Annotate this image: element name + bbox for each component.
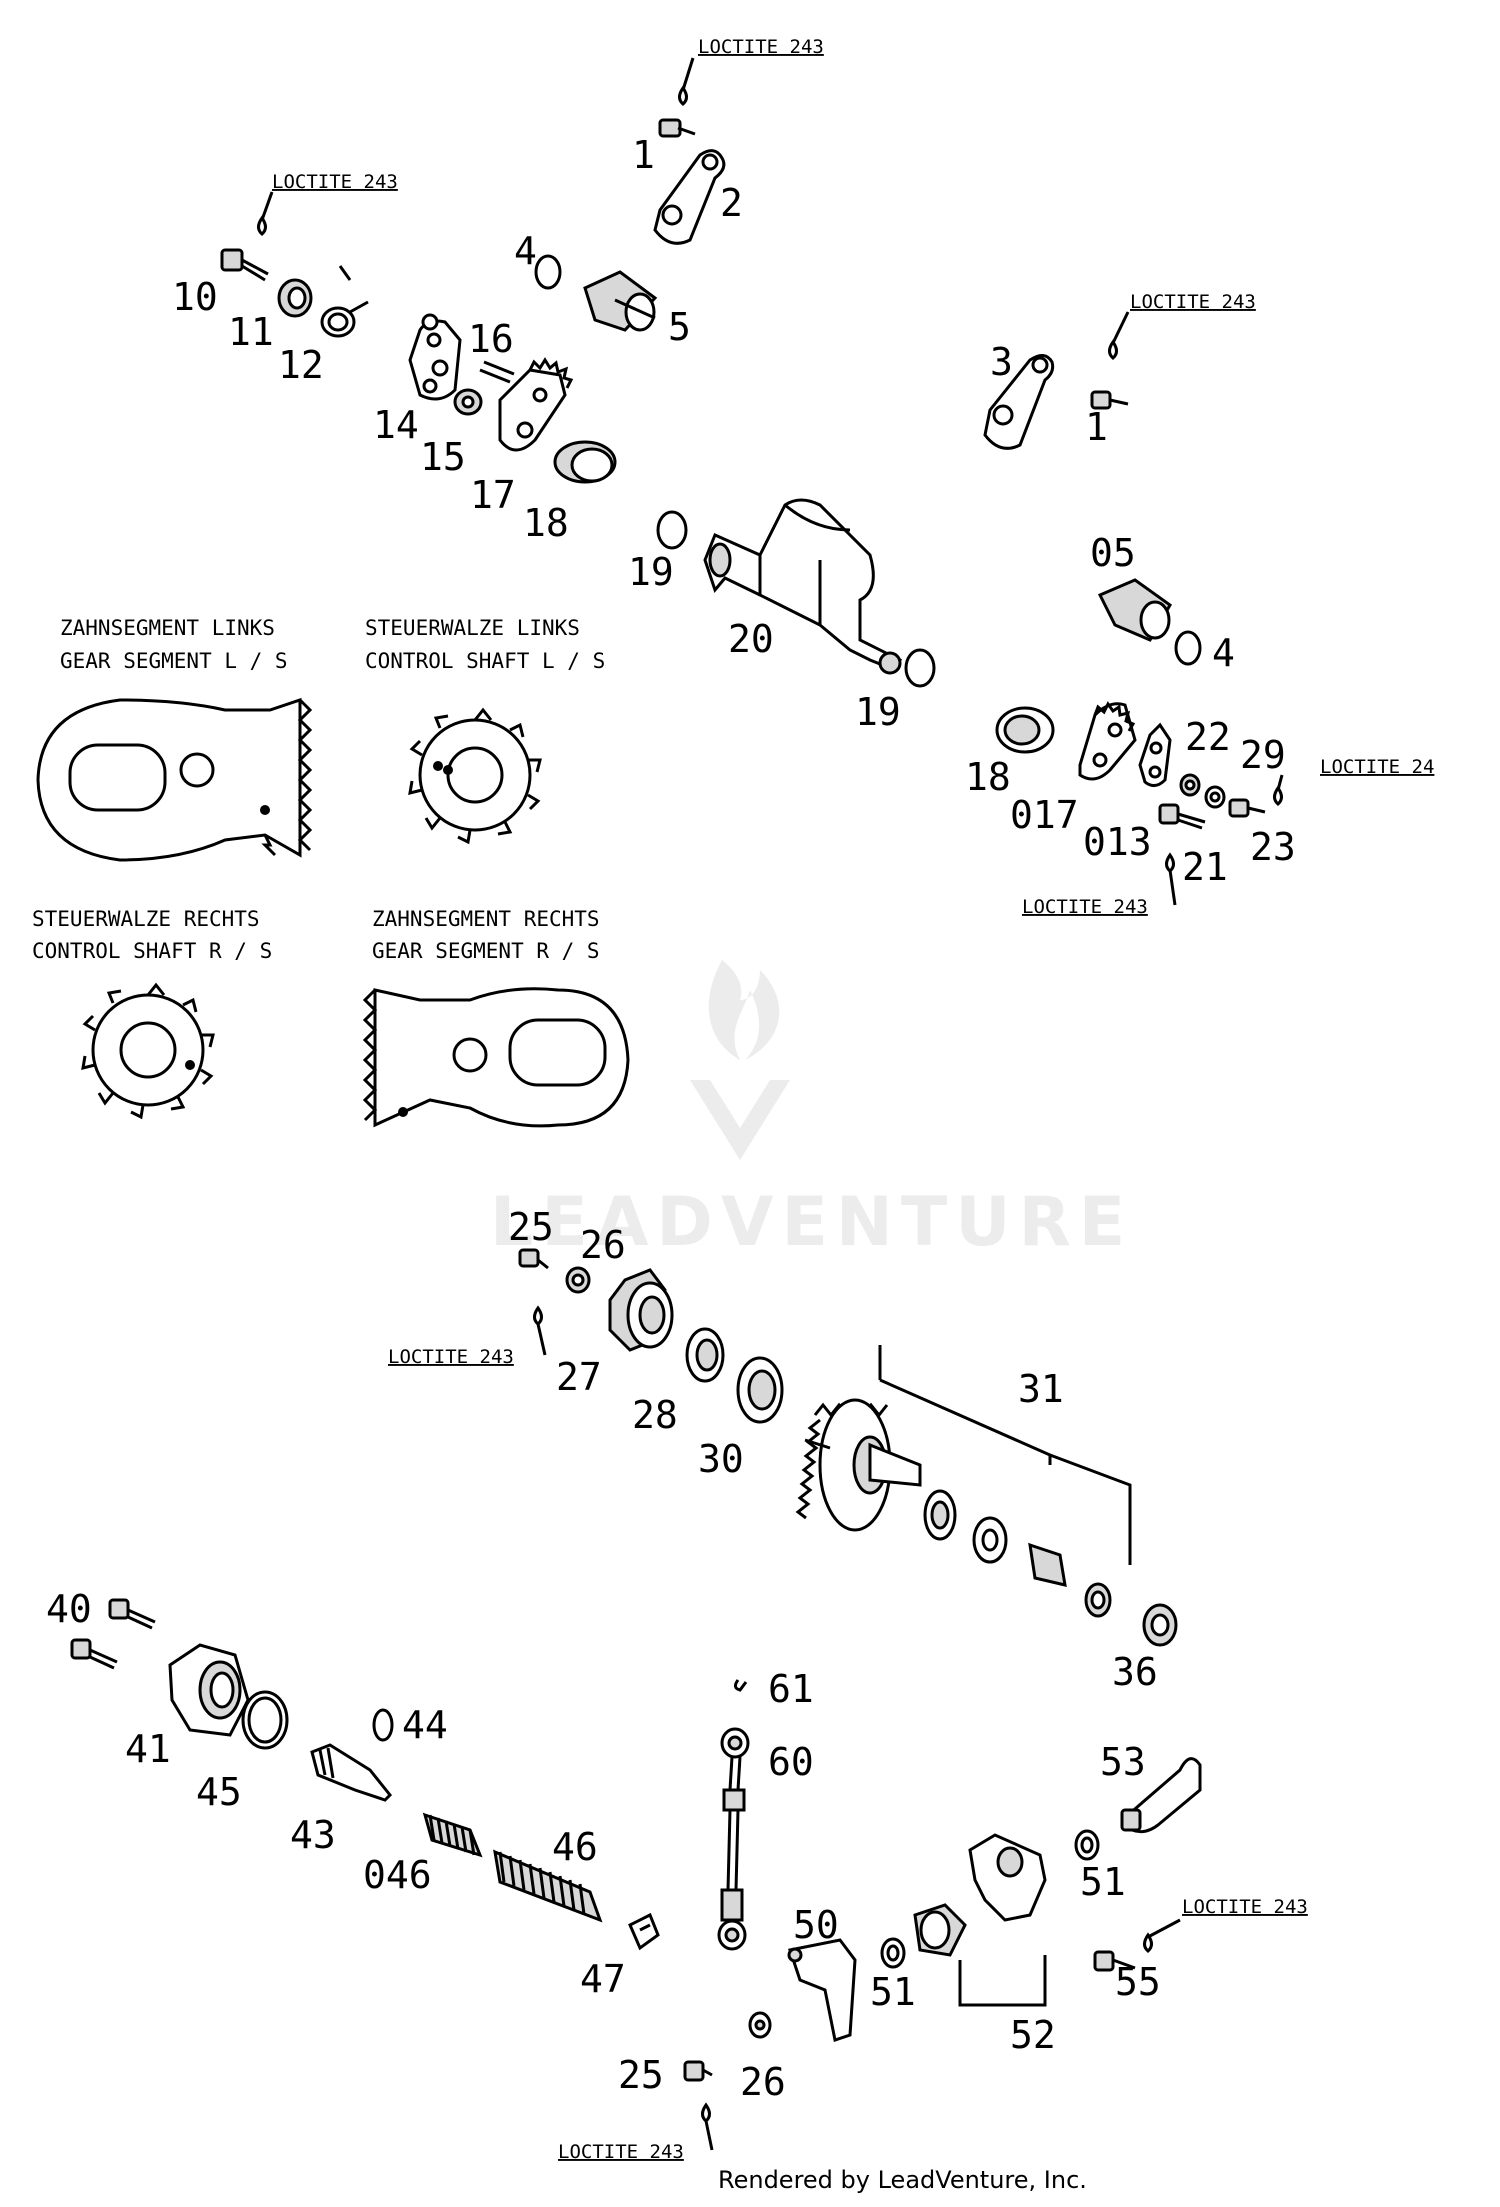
callout-51-right: 51 [1080, 1860, 1126, 1904]
kickstarter-assembly [518, 1248, 1178, 1647]
loctite-label-10: LOCTITE 243 [272, 171, 398, 193]
caption-gear-segment-left-de: ZAHNSEGMENT LINKS [60, 616, 275, 640]
caption-control-shaft-right-de: STEUERWALZE RECHTS [32, 907, 260, 931]
loctite-label-25-lower: LOCTITE 243 [558, 2141, 684, 2163]
callout-52: 52 [1010, 2013, 1056, 2057]
callout-43: 43 [290, 1813, 336, 1857]
upper-assembly [220, 85, 1283, 873]
callout-30: 30 [698, 1437, 744, 1481]
callout-28: 28 [632, 1393, 678, 1437]
callout-2: 2 [720, 181, 743, 225]
callout-046: 046 [363, 1853, 432, 1897]
callout-19-lower: 19 [855, 690, 901, 734]
callout-1-right: 1 [1085, 405, 1108, 449]
callout-3: 3 [990, 340, 1013, 384]
callout-27: 27 [556, 1355, 602, 1399]
caption-gear-segment-left-en: GEAR SEGMENT L / S [60, 649, 288, 673]
caption-gear-segment-right-de: ZAHNSEGMENT RECHTS [372, 907, 600, 931]
loctite-labels: LOCTITE 243 LOCTITE 243 LOCTITE 243 LOCT… [260, 36, 1434, 2163]
watermark-logo: LEADVENTURE [490, 960, 1133, 1262]
footer-credit: Rendered by LeadVenture, Inc. [718, 2166, 1087, 2194]
caption-control-shaft-right-en: CONTROL SHAFT R / S [32, 939, 272, 963]
callout-22: 22 [1185, 715, 1231, 759]
callout-45: 45 [196, 1770, 242, 1814]
loctite-label-21: LOCTITE 243 [1022, 896, 1148, 918]
callout-12: 12 [278, 343, 324, 387]
bottom-assembly [70, 1598, 1202, 2123]
callout-20: 20 [728, 617, 774, 661]
callout-61: 61 [768, 1667, 814, 1711]
callout-05: 05 [1090, 531, 1136, 575]
caption-gear-segment-right-en: GEAR SEGMENT R / S [372, 939, 600, 963]
callout-29: 29 [1240, 733, 1286, 777]
callout-19-upper: 19 [628, 550, 674, 594]
callout-16: 16 [468, 317, 514, 361]
callout-4: 4 [514, 229, 537, 273]
callout-10: 10 [172, 275, 218, 319]
callout-23: 23 [1250, 825, 1296, 869]
callout-36: 36 [1112, 1650, 1158, 1694]
callout-14: 14 [373, 403, 419, 447]
callout-11: 11 [228, 310, 274, 354]
callout-017: 017 [1010, 793, 1079, 837]
reference-control-shaft-right [81, 982, 215, 1120]
callout-60: 60 [768, 1740, 814, 1784]
callout-5: 5 [668, 305, 691, 349]
callout-55: 55 [1115, 1960, 1161, 2004]
part-callouts: 1 2 4 5 10 11 12 16 14 15 17 18 3 1 19 2… [46, 133, 1296, 2104]
callout-41: 41 [125, 1727, 171, 1771]
loctite-label-1-right: LOCTITE 243 [1130, 291, 1256, 313]
callout-25-lower: 25 [618, 2053, 664, 2097]
callout-25-upper: 25 [508, 1205, 554, 1249]
caption-control-shaft-left-de: STEUERWALZE LINKS [365, 616, 580, 640]
callout-46: 46 [552, 1825, 598, 1869]
loctite-label-25-upper: LOCTITE 243 [388, 1346, 514, 1368]
callout-53: 53 [1100, 1740, 1146, 1784]
loctite-label-55: LOCTITE 243 [1182, 1896, 1308, 1918]
callout-17: 17 [470, 473, 516, 517]
callout-1: 1 [632, 133, 655, 177]
callout-44: 44 [402, 1703, 448, 1747]
reference-control-shaft-left [408, 707, 542, 845]
loctite-label-23: LOCTITE 24 [1320, 756, 1434, 778]
callout-4-right: 4 [1212, 631, 1235, 675]
callout-26-lower: 26 [740, 2060, 786, 2104]
callout-18: 18 [523, 501, 569, 545]
callout-26-upper: 26 [580, 1223, 626, 1267]
callout-18-right: 18 [965, 755, 1011, 799]
reference-gear-segment-right [362, 987, 630, 1128]
caption-control-shaft-left-en: CONTROL SHAFT L / S [365, 649, 605, 673]
callout-21: 21 [1182, 845, 1228, 889]
reference-gear-segment-left [36, 697, 313, 862]
callout-50: 50 [793, 1903, 839, 1947]
callout-51-left: 51 [870, 1970, 916, 2014]
callout-31: 31 [1018, 1367, 1064, 1411]
callout-013: 013 [1083, 820, 1152, 864]
callout-15: 15 [420, 435, 466, 479]
callout-47: 47 [580, 1957, 626, 2001]
loctite-label-1: LOCTITE 243 [698, 36, 824, 58]
callout-40: 40 [46, 1587, 92, 1631]
watermark-text: LEADVENTURE [490, 1183, 1133, 1262]
reference-captions: ZAHNSEGMENT LINKS GEAR SEGMENT L / S STE… [32, 616, 605, 963]
